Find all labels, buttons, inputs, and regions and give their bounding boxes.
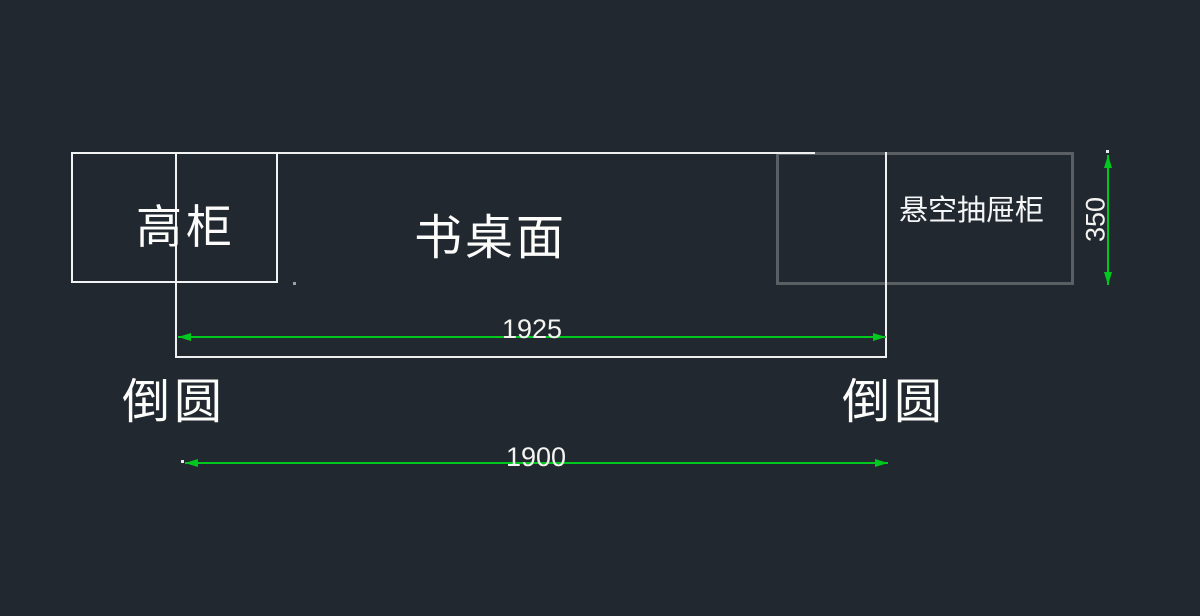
fillet-left-label[interactable]: 倒圆 bbox=[122, 376, 227, 429]
dimension-1925-arrow-left-icon bbox=[178, 333, 191, 341]
dimension-1900-line bbox=[185, 462, 888, 464]
dimension-350-arrow-up-icon bbox=[1104, 155, 1112, 168]
floating-drawer-cabinet-label[interactable]: 悬空抽屉柜 bbox=[899, 195, 1045, 227]
desk-top-edge-line[interactable] bbox=[72, 152, 815, 154]
desk-left-edge-line[interactable] bbox=[175, 152, 177, 358]
tall-cabinet-box[interactable] bbox=[71, 152, 278, 283]
dimension-350-line bbox=[1107, 155, 1109, 285]
dimension-1925-line bbox=[178, 336, 886, 338]
dimension-1900-arrow-left-icon bbox=[185, 459, 198, 467]
tall-cabinet-label[interactable]: 高柜 bbox=[136, 202, 236, 253]
dimension-1900-arrow-right-icon bbox=[875, 459, 888, 467]
node-point-dot bbox=[293, 282, 296, 285]
dimension-350-value: 350 bbox=[1080, 196, 1111, 243]
dimension-350-arrow-down-icon bbox=[1104, 272, 1112, 285]
floating-drawer-cabinet-box[interactable] bbox=[776, 152, 1074, 285]
desk-surface-label[interactable]: 书桌面 bbox=[414, 212, 568, 265]
desk-right-edge-line[interactable] bbox=[885, 152, 887, 358]
fillet-right-label[interactable]: 倒圆 bbox=[842, 376, 947, 429]
dimension-1900-value: 1900 bbox=[505, 442, 567, 472]
dimension-350-defpoint bbox=[1106, 150, 1109, 153]
dimension-1925-value: 1925 bbox=[501, 314, 563, 344]
desk-bottom-edge-line[interactable] bbox=[175, 356, 887, 358]
dimension-1925-arrow-right-icon bbox=[873, 333, 886, 341]
dimension-1900-defpoint bbox=[181, 460, 184, 463]
